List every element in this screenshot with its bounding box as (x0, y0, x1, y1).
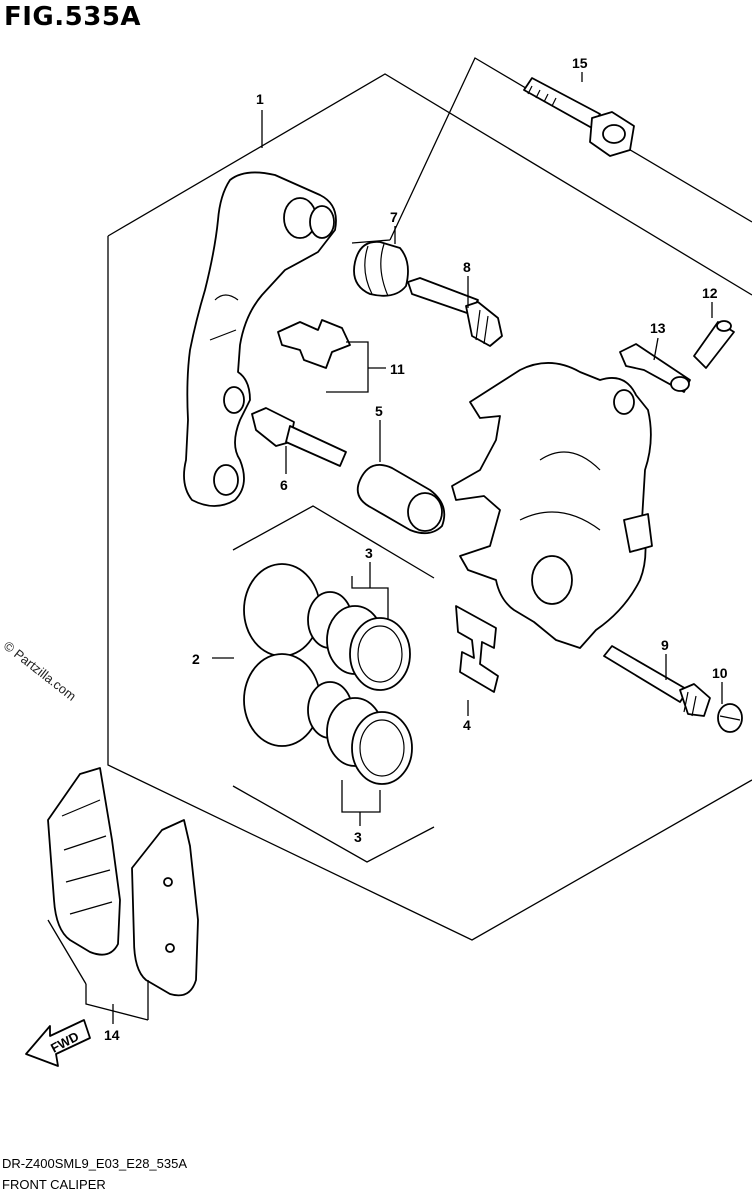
plug-10 (717, 703, 743, 733)
seals-3 (326, 605, 413, 785)
callout-10: 10 (712, 665, 728, 681)
callout-7: 7 (390, 209, 398, 225)
pin-8 (407, 277, 503, 347)
fwd-arrow-icon: FWD (25, 1019, 91, 1067)
piston-subbox (232, 505, 435, 863)
callout-9: 9 (661, 637, 669, 653)
pad-spring-11 (277, 319, 351, 369)
callout-12: 12 (702, 285, 718, 301)
pistons-2 (243, 563, 353, 747)
callout-14: 14 (104, 1027, 120, 1043)
cap-13 (619, 343, 691, 393)
pin-6 (251, 407, 347, 467)
caliper-bracket (183, 171, 337, 507)
bleeder-12 (693, 320, 735, 369)
boot-7 (353, 240, 409, 297)
clip-4 (455, 605, 499, 693)
leader-lines (47, 72, 723, 1024)
callout-3-bottom: 3 (354, 829, 362, 845)
fwd-label: FWD (48, 1029, 81, 1056)
callouts: 1 15 7 8 12 13 11 5 6 3 2 9 10 4 3 14 (104, 55, 728, 1043)
callout-2: 2 (192, 651, 200, 667)
callout-13: 13 (650, 320, 666, 336)
callout-11: 11 (390, 361, 405, 377)
caliper-body (451, 362, 653, 649)
diagram-caption: FRONT CALIPER (2, 1177, 106, 1192)
callout-4: 4 (463, 717, 471, 733)
callout-8: 8 (463, 259, 471, 275)
callout-6: 6 (280, 477, 288, 493)
callout-15: 15 (572, 55, 588, 71)
figure-title: FIG.535A (4, 2, 142, 32)
brake-pads-14 (47, 767, 199, 997)
callout-3-top: 3 (365, 545, 373, 561)
assembly-outline (107, 57, 752, 941)
callout-5: 5 (375, 403, 383, 419)
bolt-15 (523, 77, 635, 157)
callout-1: 1 (256, 91, 264, 107)
pin-9 (603, 645, 711, 717)
diagram-code: DR-Z400SML9_E03_E28_535A (2, 1156, 188, 1171)
boot-5 (356, 464, 446, 535)
